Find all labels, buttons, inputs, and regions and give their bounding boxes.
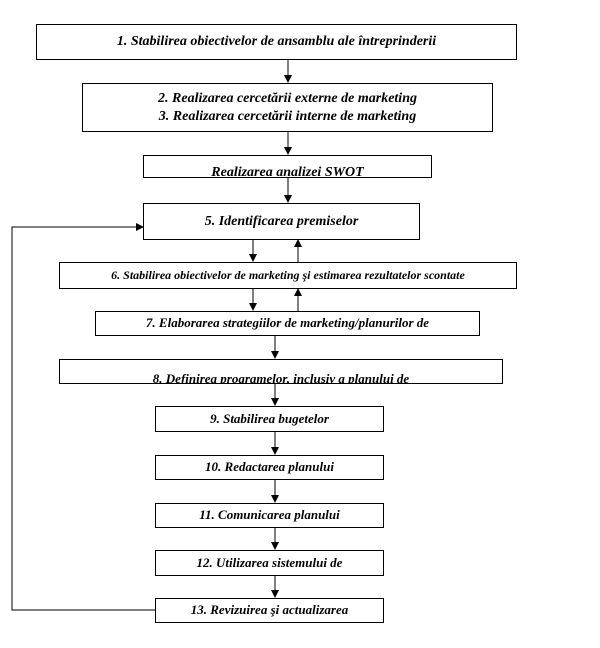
step-8-text: 8. Definirea programelor, inclusiv a pla…	[152, 370, 410, 384]
step-12-box: 12. Utilizarea sistemului de	[155, 550, 384, 576]
step-1-text: 1. Stabilirea obiectivelor de ansamblu a…	[116, 34, 437, 50]
step-9-text: 9. Stabilirea bugetelor	[210, 410, 329, 426]
step-13-text: 13. Revizuirea şi actualizarea	[190, 602, 349, 618]
step-10-text: 10. Redactarea planului	[205, 459, 334, 475]
step-2-text: 2. Realizarea cercetării externe de mark…	[158, 91, 417, 106]
step-3-text: 3. Realizarea cercetării interne de mark…	[158, 108, 417, 124]
step-5-text: 5. Identificarea premiselor	[204, 213, 359, 229]
step-10-box: 10. Redactarea planului	[155, 455, 384, 480]
step-6-box: 6. Stabilirea obiectivelor de marketing …	[59, 262, 517, 289]
step-12-text: 12. Utilizarea sistemului de	[196, 554, 343, 570]
step-8-box: 8. Definirea programelor, inclusiv a pla…	[59, 359, 503, 384]
step-11-box: 11. Comunicarea planului	[155, 503, 384, 528]
step-7-box: 7. Elaborarea strategiilor de marketing/…	[95, 311, 480, 336]
step-7-text: 7. Elaborarea strategiilor de marketing/…	[145, 315, 430, 331]
step-5-box: 5. Identificarea premiselor	[143, 203, 420, 240]
step-1-box: 1. Stabilirea obiectivelor de ansamblu a…	[36, 24, 517, 60]
step-9-box: 9. Stabilirea bugetelor	[155, 406, 384, 432]
step-13-box: 13. Revizuirea şi actualizarea	[155, 598, 384, 623]
step-11-text: 11. Comunicarea planului	[199, 507, 340, 523]
swot-text: Realizarea analizei SWOT	[211, 164, 364, 178]
step-2-3-box: 2. Realizarea cercetării externe de mark…	[82, 83, 493, 132]
step-6-text: 6. Stabilirea obiectivelor de marketing …	[111, 268, 465, 282]
feedback-loop-13-to-5	[11, 223, 155, 611]
swot-box: Realizarea analizei SWOT	[143, 155, 432, 178]
